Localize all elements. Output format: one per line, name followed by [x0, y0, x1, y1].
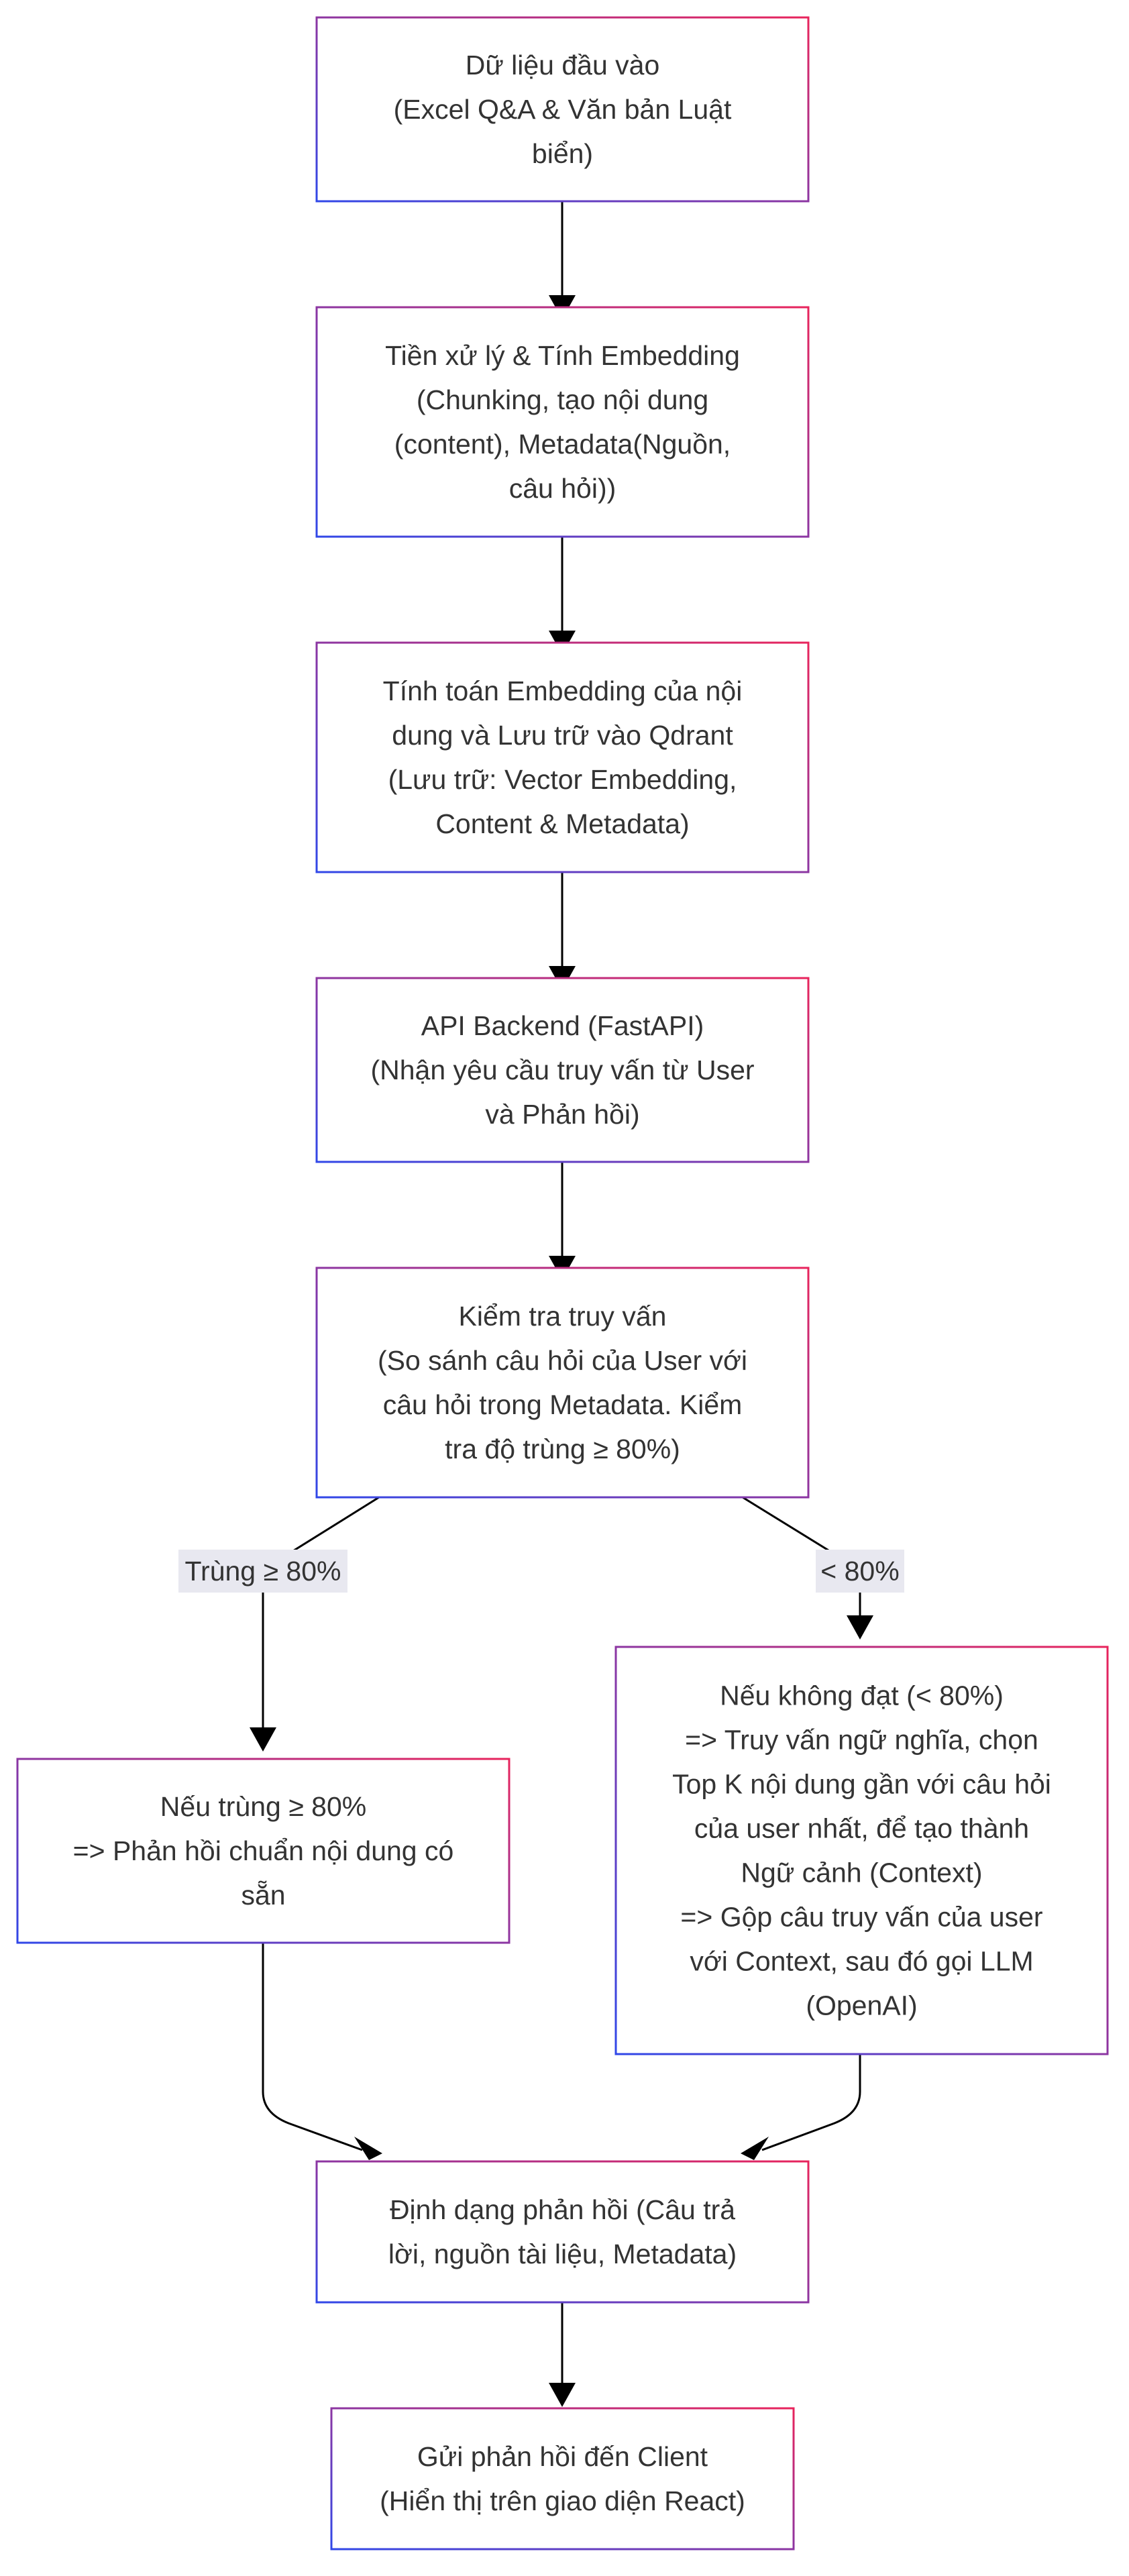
node-text-line: (Nhận yêu cầu truy vấn từ User — [370, 1055, 754, 1085]
node-text-line: (Chunking, tạo nội dung — [417, 384, 708, 415]
node-text-line: Content & Metadata) — [435, 808, 689, 839]
node-box — [315, 977, 810, 1163]
edge-label-no-match: < 80% — [816, 1550, 904, 1593]
node-box — [315, 641, 810, 873]
node-text-line: Top K nội dung gần với câu hỏi — [672, 1769, 1051, 1800]
node-input-data: Dữ liệu đầu vào (Excel Q&A & Văn bản Luật… — [315, 16, 810, 203]
edge-label-match-text: Trùng ≥ 80% — [185, 1556, 341, 1587]
node-text-line: => Gộp câu truy vấn của user — [680, 1902, 1042, 1933]
arrowhead-icon — [847, 1615, 873, 1640]
node-text-line: Tiền xử lý & Tính Embedding — [385, 340, 740, 371]
node-api-backend: API Backend (FastAPI) (Nhận yêu cầu truy … — [315, 977, 810, 1163]
node-text-line: Nếu trùng ≥ 80% — [160, 1791, 366, 1822]
edge-semantic-to-format — [761, 2054, 861, 2151]
edge-check-to-match — [262, 1496, 380, 1727]
node-text-line: biển) — [532, 138, 593, 169]
arrowhead-icon — [250, 1727, 276, 1752]
node-text-line: (Lưu trữ: Vector Embedding, — [388, 764, 737, 795]
node-text-line: => Phản hồi chuẩn nội dung có — [73, 1835, 454, 1866]
edge-label-match: Trùng ≥ 80% — [178, 1550, 347, 1593]
node-text-line: câu hỏi)) — [509, 473, 616, 504]
node-text-line: (Hiển thị trên giao diện React) — [380, 2485, 745, 2516]
node-text-line: Kiểm tra truy vấn — [459, 1301, 667, 1332]
node-semantic-search: Nếu không đạt (< 80%) => Truy vấn ngữ ngh… — [614, 1646, 1109, 2055]
node-box — [315, 1267, 810, 1499]
node-text-line: câu hỏi trong Metadata. Kiểm — [383, 1389, 743, 1420]
node-text-line: Gửi phản hồi đến Client — [417, 2441, 708, 2472]
node-text-line: dung và Lưu trữ vào Qdrant — [392, 720, 733, 751]
node-embedding-store: Tính toán Embedding của nội dung và Lưu t… — [315, 641, 810, 873]
node-box — [330, 2407, 795, 2551]
node-box — [315, 16, 810, 203]
node-text-line: => Truy vấn ngữ nghĩa, chọn — [685, 1725, 1038, 1756]
arrowhead-icon — [354, 2137, 382, 2160]
node-box — [315, 2160, 810, 2304]
node-text-line: của user nhất, để tạo thành — [694, 1813, 1029, 1844]
node-text-line: (Excel Q&A & Văn bản Luật — [394, 94, 732, 125]
node-format-response: Định dạng phản hồi (Câu trả lời, nguồn tà… — [315, 2160, 810, 2304]
node-text-line: Dữ liệu đầu vào — [466, 50, 660, 80]
node-query-check: Kiểm tra truy vấn (So sánh câu hỏi của Us… — [315, 1267, 810, 1499]
node-text-line: tra độ trùng ≥ 80%) — [445, 1434, 680, 1464]
arrowhead-icon — [741, 2137, 769, 2160]
node-text-line: với Context, sau đó gọi LLM — [690, 1946, 1033, 1977]
node-text-line: Định dạng phản hồi (Câu trả — [390, 2194, 735, 2225]
node-text-line: Tính toán Embedding của nội — [383, 676, 743, 706]
node-text-line: API Backend (FastAPI) — [421, 1010, 704, 1041]
node-text-line: và Phản hồi) — [485, 1099, 639, 1130]
nodes: Dữ liệu đầu vào (Excel Q&A & Văn bản Luật… — [16, 16, 1109, 2551]
node-box — [614, 1646, 1109, 2055]
node-text-line: sẵn — [241, 1880, 285, 1911]
node-text-line: (So sánh câu hỏi của User với — [378, 1345, 747, 1376]
arrowhead-icon — [549, 2383, 576, 2407]
node-match-response: Nếu trùng ≥ 80% => Phản hồi chuẩn nội dun… — [16, 1758, 510, 1944]
node-text-line: lời, nguồn tài liệu, Metadata) — [388, 2239, 737, 2269]
node-text-line: Nếu không đạt (< 80%) — [720, 1680, 1004, 1711]
node-preprocess: Tiền xử lý & Tính Embedding (Chunking, tạ… — [315, 306, 810, 538]
edge-label-no-match-text: < 80% — [820, 1556, 899, 1587]
edge-match-to-format — [262, 1943, 363, 2151]
node-text-line: Ngữ cảnh (Context) — [741, 1858, 982, 1888]
node-box — [16, 1758, 510, 1944]
node-text-line: (content), Metadata(Nguồn, — [394, 429, 731, 460]
node-box — [315, 306, 810, 538]
node-text-line: (OpenAI) — [806, 1990, 917, 2021]
node-send-client: Gửi phản hồi đến Client (Hiển thị trên gi… — [330, 2407, 795, 2551]
